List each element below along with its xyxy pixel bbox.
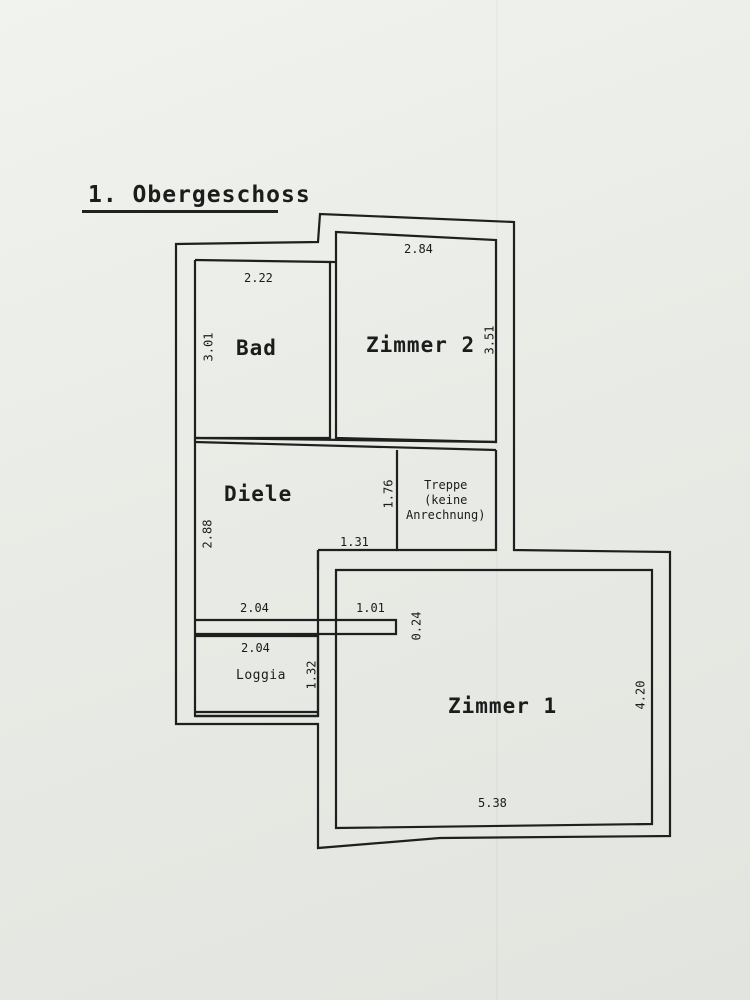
room-label-bad: Bad — [236, 336, 277, 360]
dim-zimmer2-width: 2.84 — [404, 242, 433, 256]
room-label-diele: Diele — [224, 482, 293, 506]
room-label-zimmer1: Zimmer 1 — [448, 694, 558, 718]
treppe-line-1: Treppe — [424, 478, 468, 492]
dim-diele-width: 2.04 — [240, 601, 269, 615]
dim-zimmer1-width: 5.38 — [478, 796, 507, 810]
wall-diele-bottom — [195, 618, 398, 636]
plan-title: 1. Obergeschoss — [88, 182, 311, 208]
loggia-outline — [195, 634, 320, 718]
dim-treppe-depth: 1.76 — [381, 479, 396, 509]
dim-zimmer2-depth: 3.51 — [482, 325, 497, 355]
room-label-zimmer2: Zimmer 2 — [366, 333, 476, 357]
dim-bad-depth: 3.01 — [201, 332, 216, 362]
dim-bad-width: 2.22 — [244, 271, 273, 285]
treppe-line-2: (keine — [424, 493, 468, 507]
dim-diele-step: 1.31 — [340, 535, 369, 549]
treppe-outline — [395, 450, 498, 552]
dim-passage-width: 1.01 — [356, 601, 385, 615]
dim-loggia-depth: 1.32 — [304, 660, 319, 690]
dim-diele-depth: 2.88 — [200, 519, 215, 549]
title-underline — [82, 210, 278, 213]
room-label-treppe: Treppe (keine Anrechnung) — [406, 478, 485, 523]
wall-diele-top — [194, 440, 497, 452]
dim-zimmer1-depth: 4.20 — [633, 680, 648, 710]
dim-wall-offset: 0.24 — [409, 611, 424, 641]
treppe-line-3: Anrechnung) — [406, 508, 486, 522]
zimmer1-outline — [334, 568, 654, 830]
dim-loggia-width: 2.04 — [241, 641, 270, 655]
room-label-loggia: Loggia — [236, 668, 286, 683]
outer-wall — [174, 212, 672, 850]
